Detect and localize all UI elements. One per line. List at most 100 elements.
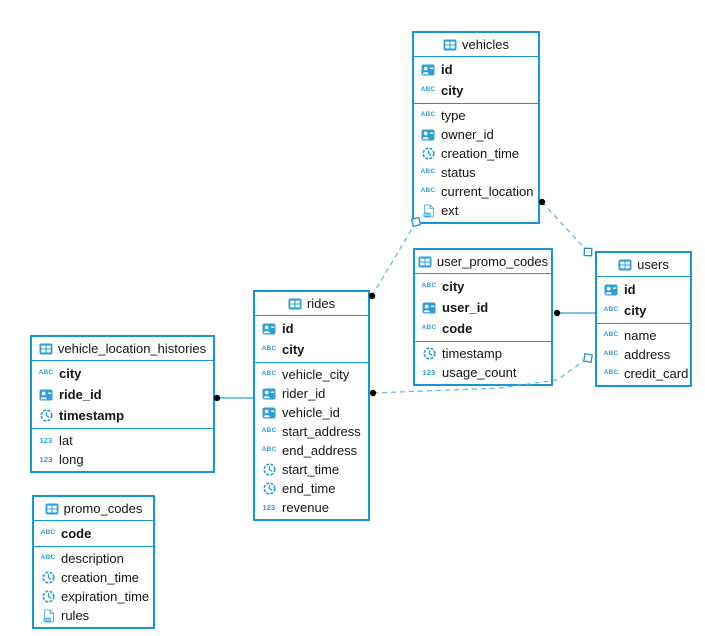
- column-row[interactable]: ABC credit_card: [597, 364, 690, 383]
- column-row[interactable]: JSON ext: [414, 201, 538, 220]
- column-name: credit_card: [624, 366, 689, 381]
- id-badge-icon: [419, 64, 437, 76]
- column-name: vehicle_city: [282, 367, 350, 382]
- column-row[interactable]: start_time: [255, 460, 368, 479]
- column-name: status: [441, 165, 476, 180]
- column-name: code: [61, 526, 92, 541]
- column-row[interactable]: timestamp: [32, 405, 213, 426]
- column-name: ext: [441, 203, 459, 218]
- column-row[interactable]: ABC vehicle_city: [255, 365, 368, 384]
- number-type-icon: 123: [39, 435, 53, 445]
- column-row[interactable]: ABC city: [32, 363, 213, 384]
- table-icon: [288, 298, 302, 310]
- datetime-icon: [260, 463, 278, 476]
- column-row[interactable]: end_time: [255, 479, 368, 498]
- column-row[interactable]: vehicle_id: [255, 403, 368, 422]
- column-name: lat: [59, 433, 73, 448]
- relation-endpoint-diamond: [583, 247, 593, 257]
- column-row[interactable]: creation_time: [414, 144, 538, 163]
- table-title: vehicles: [462, 37, 509, 52]
- table-header[interactable]: rides: [255, 292, 368, 316]
- column-row[interactable]: ABC code: [34, 523, 153, 544]
- table-icon: [443, 39, 457, 51]
- table-header[interactable]: promo_codes: [34, 497, 153, 521]
- table-header[interactable]: users: [597, 253, 690, 277]
- table-header[interactable]: vehicles: [414, 33, 538, 57]
- relation-line-rides-vehicles[interactable]: [371, 221, 417, 297]
- column-name: city: [59, 366, 82, 381]
- relation-endpoint-diamond: [583, 353, 593, 363]
- column-row[interactable]: ABC city: [255, 339, 368, 360]
- column-row[interactable]: creation_time: [34, 568, 153, 587]
- table-title: user_promo_codes: [436, 254, 549, 269]
- table-title: vehicle_location_histories: [57, 341, 207, 356]
- column-name: city: [282, 342, 305, 357]
- text-type-icon: ABC: [603, 331, 619, 339]
- text-type-icon: ABC: [420, 86, 436, 94]
- column-row[interactable]: ABC city: [414, 80, 538, 101]
- column-name: id: [282, 321, 294, 336]
- table-title: promo_codes: [63, 501, 143, 516]
- column-row[interactable]: owner_id: [414, 125, 538, 144]
- text-type-icon: ABC: [421, 324, 437, 332]
- column-name: id: [624, 282, 636, 297]
- column-row[interactable]: id: [414, 59, 538, 80]
- id-badge-icon: [419, 129, 437, 141]
- text-type-icon: ABC: [261, 427, 277, 435]
- column-row[interactable]: ABC code: [415, 318, 551, 339]
- column-row[interactable]: expiration_time: [34, 587, 153, 606]
- column-row[interactable]: ABC status: [414, 163, 538, 182]
- column-name: end_address: [282, 443, 358, 458]
- table-header[interactable]: vehicle_location_histories: [32, 337, 213, 361]
- column-name: city: [441, 83, 464, 98]
- svg-text:JSON: JSON: [422, 212, 432, 216]
- text-type-icon: ABC: [40, 529, 56, 537]
- column-row[interactable]: id: [255, 318, 368, 339]
- table-header[interactable]: user_promo_codes: [415, 250, 551, 274]
- column-name: long: [59, 452, 84, 467]
- column-row[interactable]: id: [597, 279, 690, 300]
- text-type-icon: ABC: [603, 369, 619, 377]
- column-name: description: [61, 551, 124, 566]
- column-row[interactable]: user_id: [415, 297, 551, 318]
- text-type-icon: ABC: [261, 370, 277, 378]
- column-name: timestamp: [442, 346, 502, 361]
- datetime-icon: [39, 590, 57, 603]
- column-name: timestamp: [59, 408, 125, 423]
- text-type-icon: ABC: [38, 369, 54, 377]
- column-row[interactable]: timestamp: [415, 344, 551, 363]
- text-type-icon: ABC: [420, 168, 436, 176]
- column-row[interactable]: ride_id: [32, 384, 213, 405]
- table-title: users: [637, 257, 669, 272]
- column-row[interactable]: 123 lat: [32, 431, 213, 450]
- column-name: ride_id: [59, 387, 102, 402]
- text-type-icon: ABC: [261, 345, 277, 353]
- column-row[interactable]: rider_id: [255, 384, 368, 403]
- column-name: code: [442, 321, 473, 336]
- relation-line-vehicles-users[interactable]: [541, 201, 589, 253]
